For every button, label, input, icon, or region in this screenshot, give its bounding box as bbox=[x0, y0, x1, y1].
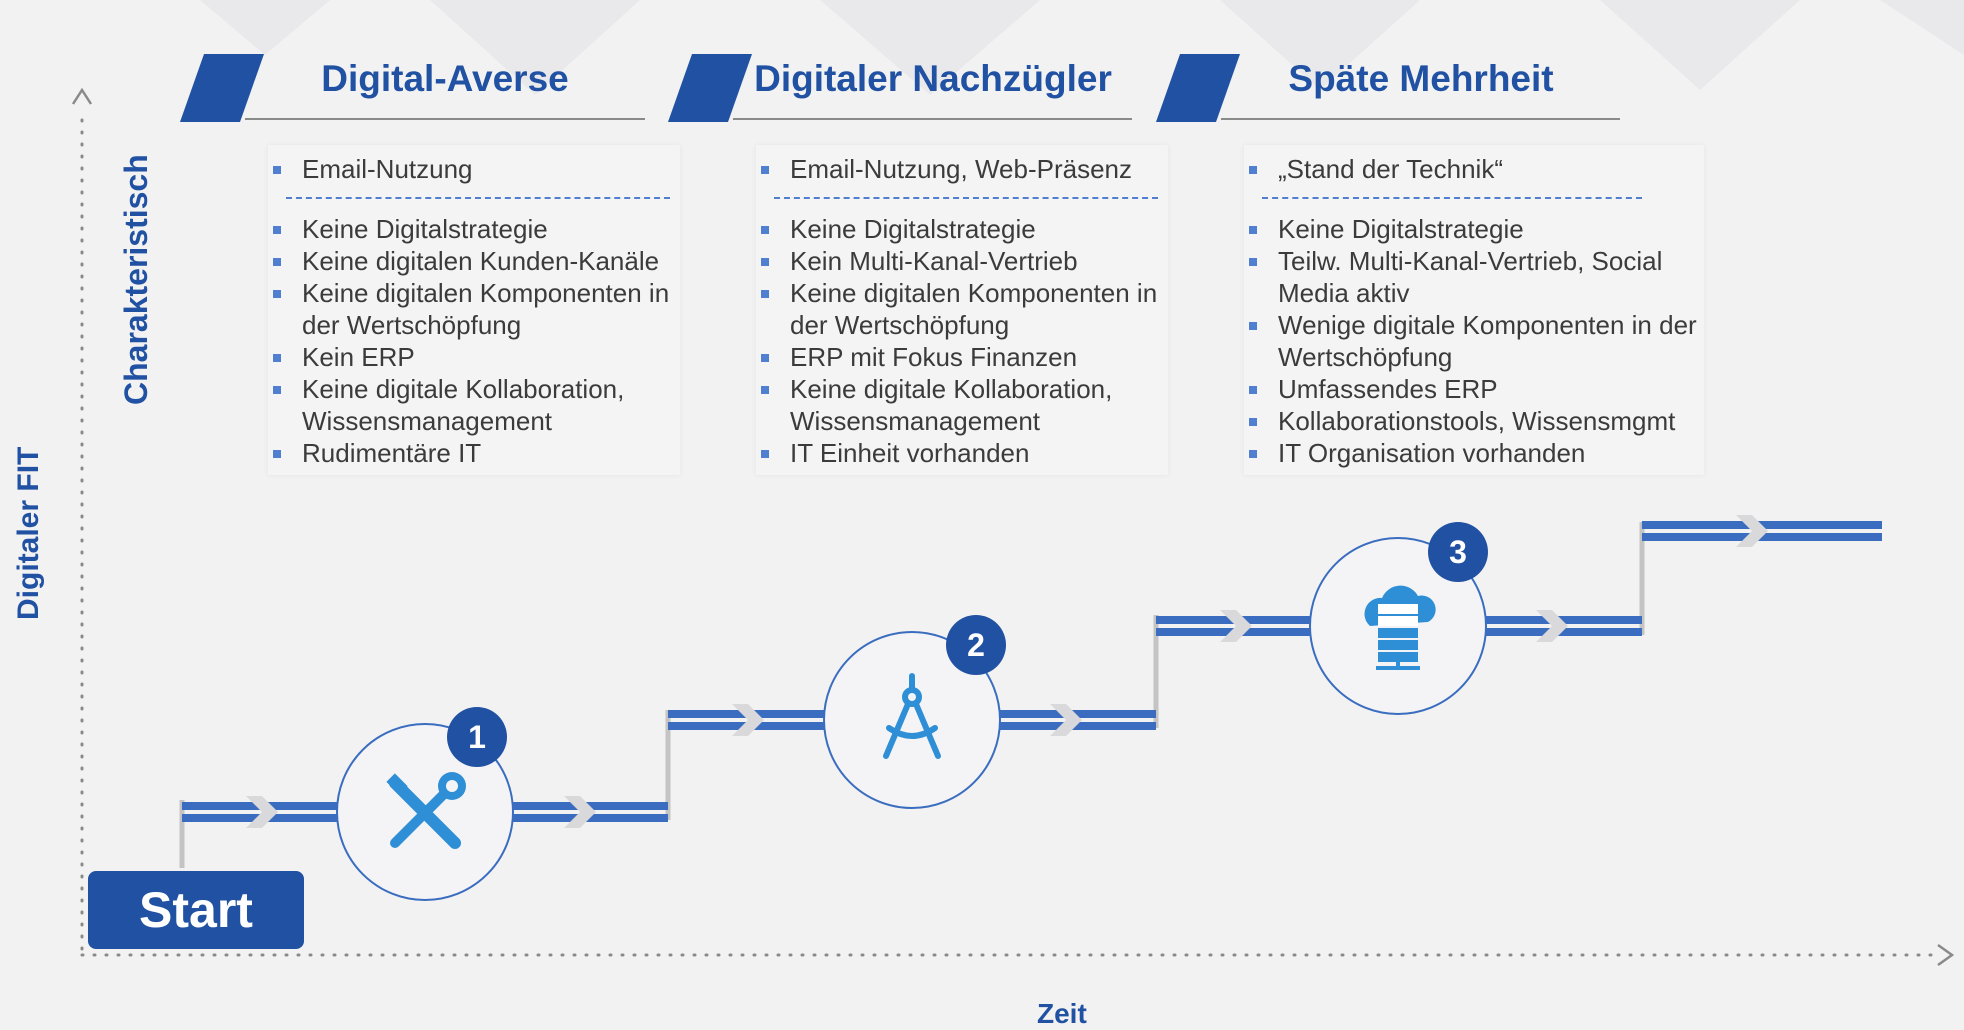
stage-card-2: Email-Nutzung, Web-Präsenz Keine Digital… bbox=[756, 145, 1168, 475]
stage-card-1: Email-Nutzung Keine Digitalstrategie Kei… bbox=[268, 145, 680, 475]
step-lines bbox=[182, 515, 1882, 828]
stage-2-item: Keine digitalen Komponenten in der Werts… bbox=[756, 277, 1168, 341]
stage-title-1: Digital-Averse bbox=[321, 58, 569, 99]
stage-3-item: Teilw. Multi-Kanal-Vertrieb, Social Medi… bbox=[1244, 245, 1704, 309]
x-axis-arrow-icon bbox=[1937, 943, 1955, 967]
chevron-icon bbox=[1536, 610, 1568, 642]
stage-2-item: Keine Digitalstrategie bbox=[756, 213, 1168, 245]
header-marker-2 bbox=[668, 54, 752, 122]
chevron-icon bbox=[1050, 704, 1082, 736]
chevron-icon bbox=[246, 796, 278, 828]
background-pattern bbox=[200, 0, 1964, 95]
separator bbox=[286, 197, 670, 199]
header-marker-3 bbox=[1156, 54, 1240, 122]
stage-2-item: IT Einheit vorhanden bbox=[756, 437, 1168, 469]
stage-title-3: Späte Mehrheit bbox=[1288, 58, 1554, 99]
stage-1-item: Keine digitalen Kunden-Kanäle bbox=[268, 245, 680, 277]
stage-circle-2 bbox=[823, 631, 1001, 809]
separator bbox=[1262, 197, 1642, 199]
start-box: Start bbox=[88, 871, 304, 949]
chevron-icon bbox=[564, 796, 596, 828]
chevron-icon bbox=[1220, 610, 1252, 642]
stage-3-first-item: „Stand der Technik“ bbox=[1244, 153, 1704, 185]
chevron-icon bbox=[732, 704, 764, 736]
cloud-server-icon bbox=[1364, 585, 1436, 670]
stage-header-2: Digitaler Nachzügler bbox=[668, 54, 1138, 124]
tools-icon bbox=[386, 772, 466, 849]
stage-header-3: Späte Mehrheit bbox=[1156, 54, 1626, 124]
stage-badge-3: 3 bbox=[1428, 522, 1488, 582]
stage-1-first-item: Email-Nutzung bbox=[268, 153, 680, 185]
stage-1-item: Rudimentäre IT bbox=[268, 437, 680, 469]
stage-1-item: Kein ERP bbox=[268, 341, 680, 373]
stage-3-item: Umfassendes ERP bbox=[1244, 373, 1704, 405]
stage-2-item: ERP mit Fokus Finanzen bbox=[756, 341, 1168, 373]
x-axis-label: Zeit bbox=[1037, 998, 1087, 1029]
stage-3-item: Kollaborationstools, Wissensmgmt bbox=[1244, 405, 1704, 437]
stage-badge-1: 1 bbox=[447, 707, 507, 767]
compass-icon bbox=[883, 673, 941, 759]
stage-1-item: Keine Digitalstrategie bbox=[268, 213, 680, 245]
stage-3-item: Keine Digitalstrategie bbox=[1244, 213, 1704, 245]
stage-2-item: Kein Multi-Kanal-Vertrieb bbox=[756, 245, 1168, 277]
stage-badge-2: 2 bbox=[946, 615, 1006, 675]
y-axis-arrow-icon bbox=[71, 87, 93, 105]
stage-1-item: Keine digitale Kollaboration, Wissensman… bbox=[268, 373, 680, 437]
stage-title-2: Digitaler Nachzügler bbox=[754, 58, 1112, 99]
stage-1-item: Keine digitalen Komponenten in der Werts… bbox=[268, 277, 680, 341]
stage-3-item: Wenige digitale Komponenten in der Werts… bbox=[1244, 309, 1704, 373]
header-marker-1 bbox=[180, 54, 264, 122]
separator bbox=[774, 197, 1158, 199]
stage-header-1: Digital-Averse bbox=[180, 54, 650, 124]
stage-2-first-item: Email-Nutzung, Web-Präsenz bbox=[756, 153, 1168, 185]
stage-2-item: Keine digitale Kollaboration, Wissensman… bbox=[756, 373, 1168, 437]
y-axis-sub-label: Charakteristisch bbox=[118, 154, 154, 405]
chevron-icon bbox=[1736, 515, 1768, 547]
y-axis-label: Digitaler FIT bbox=[12, 446, 45, 620]
stage-3-item: IT Organisation vorhanden bbox=[1244, 437, 1704, 469]
stage-card-3: „Stand der Technik“ Keine Digitalstrateg… bbox=[1244, 145, 1704, 475]
